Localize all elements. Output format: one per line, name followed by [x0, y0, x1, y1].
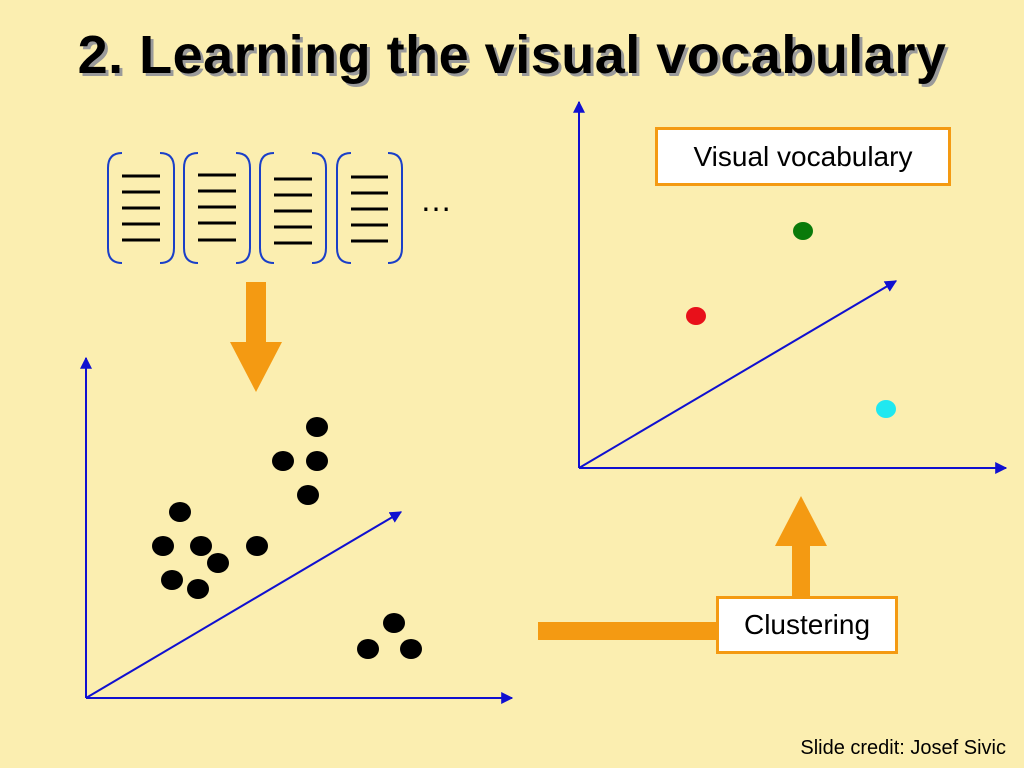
- feature-point: [246, 536, 268, 556]
- ellipsis-text: …: [420, 182, 452, 218]
- feature-point: [161, 570, 183, 590]
- feature-point: [190, 536, 212, 556]
- slide-title: 2. Learning the visual vocabulary: [77, 25, 947, 85]
- visual-word-cyan: [876, 400, 896, 418]
- clustering-label: Clustering: [716, 596, 898, 654]
- feature-point: [152, 536, 174, 556]
- feature-point: [297, 485, 319, 505]
- descriptor-vector-2: [183, 152, 251, 264]
- feature-point: [306, 417, 328, 437]
- slide-credit: Slide credit: Josef Sivic: [800, 737, 1006, 759]
- visual-vocabulary-label: Visual vocabulary: [655, 127, 951, 186]
- visual-word-green: [793, 222, 813, 240]
- feature-point: [207, 553, 229, 573]
- feature-point: [400, 639, 422, 659]
- feature-point: [187, 579, 209, 599]
- visual-word-red: [686, 307, 706, 325]
- descriptor-vector-3: [259, 152, 327, 264]
- vocabulary-space-axes: [573, 100, 1008, 474]
- descriptor-vector-4: [336, 152, 403, 264]
- down-arrow-icon: [230, 282, 282, 392]
- descriptor-vector-1: [107, 152, 175, 264]
- feature-points: [152, 417, 422, 659]
- feature-point: [383, 613, 405, 633]
- feature-point: [169, 502, 191, 522]
- feature-point: [357, 639, 379, 659]
- feature-point: [272, 451, 294, 471]
- feature-point: [306, 451, 328, 471]
- descriptor-vectors: [107, 152, 403, 264]
- feature-space-axes: [80, 356, 514, 704]
